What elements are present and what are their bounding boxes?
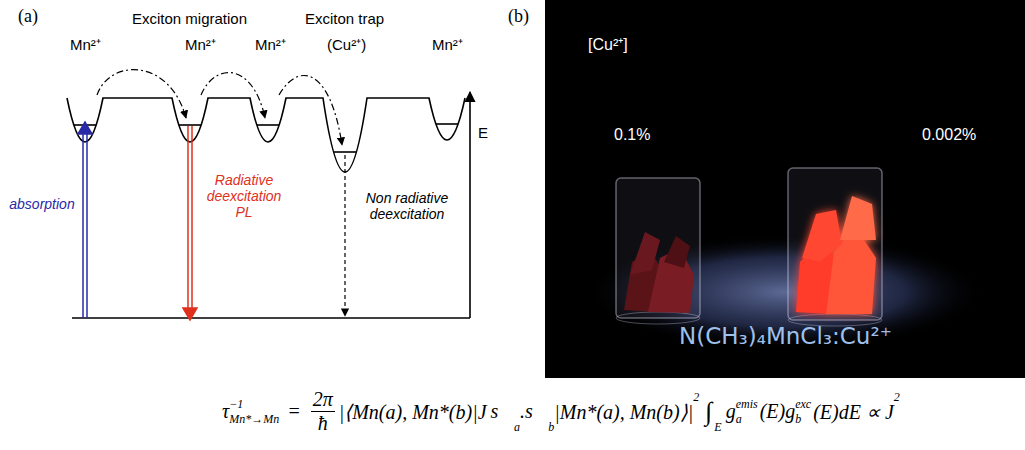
process-note: absorption xyxy=(6,196,78,212)
equation-term: . xyxy=(520,400,525,423)
equation-term: s⃗ xyxy=(525,400,548,423)
ion-label: Mn²⁺ xyxy=(70,36,101,53)
equation-term: = xyxy=(287,400,301,423)
subscript: Mn*→Mn xyxy=(229,412,279,426)
subscript: a xyxy=(736,412,758,426)
superscript: emis xyxy=(736,397,758,411)
subscript: b xyxy=(795,412,811,426)
subscript: b xyxy=(548,420,554,435)
equation-term: g xyxy=(726,400,736,423)
process-note: Non radiative deexcitation xyxy=(354,190,460,222)
equation-term: (E)dE ∝ J xyxy=(813,400,894,424)
fraction: 2πħ xyxy=(311,388,335,435)
migration-arrows xyxy=(97,70,342,145)
process-note: Radiative deexcitation PL xyxy=(198,172,290,220)
subscript: E xyxy=(714,420,721,435)
potential-wells xyxy=(67,98,465,172)
ground-line xyxy=(72,317,470,319)
superscript: −1 xyxy=(229,397,279,411)
ion-label: (Cu²⁺) xyxy=(327,36,366,53)
radiative-arrow xyxy=(183,126,197,320)
equation-term: |Mn*(a), Mn(b)⟩| xyxy=(554,400,693,424)
equation-term: ∫ xyxy=(705,397,712,427)
process-label: Exciton migration xyxy=(132,10,247,27)
process-label: Exciton trap xyxy=(305,10,384,27)
equation-term: τ xyxy=(222,400,229,423)
equation-term: |⟨Mn(a), Mn*(b)|J xyxy=(339,400,487,424)
panel-label: (b) xyxy=(508,6,529,27)
photo-label: [Cu²⁺] xyxy=(588,36,628,54)
equation: τ−1Mn*→Mn=2πħ|⟨Mn(a), Mn*(b)|Js⃗a.s⃗b|Mn… xyxy=(222,388,900,435)
photo-label: 0.1% xyxy=(614,126,650,144)
subscript: a xyxy=(514,420,520,435)
numerator: 2π xyxy=(311,388,335,412)
panel-label: (a) xyxy=(18,6,38,27)
equation-term: (E)g xyxy=(760,400,796,423)
superscript: 2 xyxy=(894,390,900,405)
script-stack: emisa xyxy=(736,397,758,426)
nonradiative-arrow xyxy=(344,155,345,316)
ion-label: Mn²⁺ xyxy=(185,36,216,53)
ion-label: Mn²⁺ xyxy=(255,36,286,53)
script-stack: −1Mn*→Mn xyxy=(229,397,279,426)
energy-axis xyxy=(469,92,471,318)
script-stack: excb xyxy=(795,397,811,426)
axis-label: E xyxy=(478,124,488,141)
absorption-arrow xyxy=(78,122,92,318)
ion-label: Mn²⁺ xyxy=(432,36,463,53)
superscript: 2 xyxy=(693,390,699,405)
compound-label: N(CH₃)₄MnCl₃:Cu²⁺ xyxy=(679,323,892,349)
photo-label: 0.002% xyxy=(922,126,976,144)
denominator: ħ xyxy=(318,412,328,435)
equation-term: s⃗ xyxy=(491,400,514,423)
photo xyxy=(545,0,1025,378)
superscript: exc xyxy=(795,397,811,411)
